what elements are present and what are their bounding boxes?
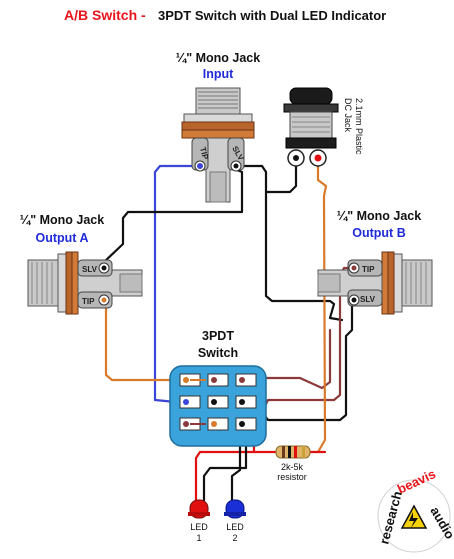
led-1-rim [188,512,210,516]
switch-lug-8 [207,417,229,431]
wire-output-b-branch [262,328,332,390]
output-b-tip-label: TIP [362,265,375,274]
resistor-band-3 [294,446,297,458]
resistor-band-2 [288,446,291,458]
led-2[interactable] [224,499,246,519]
output-b-nut [393,253,403,313]
led-1-label-line2: 1 [196,533,201,543]
resistor[interactable] [275,445,311,459]
dc-jack-thread-lines [292,116,330,133]
input-jack-washer-2 [181,129,255,139]
switch-solder-3 [239,377,245,383]
wire-dc-power [316,160,328,454]
dc-jack-power-solder [314,154,322,162]
switch-lug-5 [207,395,229,409]
wire-input-sleeve-b [234,164,344,322]
output-a-tip-solder [101,297,107,303]
output-a-tip-label: TIP [82,297,95,306]
switch-label-line1: 3PDT [202,329,234,343]
logo-warning-triangle [400,504,428,529]
output-a-heading: ¼" Mono Jack [20,213,104,227]
output-a-washer [65,251,73,315]
input-jack-nut [183,113,253,123]
output-b-washer [387,251,395,315]
output-a-sleeve-label: SLV [82,265,98,274]
output-a-sleeve-solder [101,265,107,271]
led-2-label-line1: LED [226,522,244,532]
input-jack[interactable]: TIP SLV [181,87,255,203]
switch-solder-1 [183,377,189,383]
resistor-label-line2: resistor [277,472,307,482]
switch-solder-8 [211,421,217,427]
switch-lug-6 [235,395,257,409]
input-jack-heading: ¼" Mono Jack [176,51,260,65]
switch-lug-3 [235,373,257,387]
switch-lug-9 [235,417,257,431]
resistor-band-4 [302,446,305,458]
output-a-nut [57,253,67,313]
led-1[interactable] [188,499,210,519]
output-b-washer-2 [381,251,389,315]
output-a-washer-2 [71,251,79,315]
dc-jack-thread [289,111,333,139]
input-jack-thread-lines [198,91,238,109]
dc-jack-label: 2.1mm Plastic DC Jack [343,98,364,155]
output-b-sub: Output B [352,226,405,240]
input-jack-washer [181,121,255,131]
switch-solder-2 [211,377,217,383]
output-b-tip-solder [351,265,357,271]
input-sleeve-solder [233,163,239,169]
output-b-sleeve-solder [351,297,357,303]
output-b-heading: ¼" Mono Jack [337,209,421,223]
led-2-label-line2: 2 [232,533,237,543]
output-b-body-tip [317,273,341,293]
switch-3pdt[interactable] [169,365,267,447]
wire-input-sleeve-a [102,166,244,270]
switch-solder-4 [183,399,189,405]
output-b-sleeve-label: SLV [360,295,376,304]
led-1-label-line1: LED [190,522,208,532]
switch-lugs [179,373,257,431]
title-main: 3PDT Switch with Dual LED Indicator [158,8,386,23]
output-a-body-tip [119,273,143,293]
switch-label-line2: Switch [198,346,238,360]
logo-bolt-icon [409,512,418,528]
output-a-jack[interactable]: SLV TIP [27,251,143,315]
dc-jack-label-line1: 2.1mm Plastic [354,98,364,155]
switch-lug-4 [179,395,201,409]
dc-jack-collar [289,87,333,105]
input-tip-solder [197,163,203,169]
dc-jack-base [285,137,337,149]
switch-solder-points [183,377,245,427]
switch-solder-5 [211,399,217,405]
resistor-label-line1: 2k-5k [281,462,304,472]
input-jack-body-tip [209,171,227,203]
wire-led1-cathode [202,428,248,502]
output-b-thread [401,259,433,307]
output-a-thread-lines [31,262,53,304]
output-b-thread-lines [405,262,427,304]
switch-solder-9 [239,421,245,427]
output-b-jack[interactable]: TIP SLV [317,251,433,315]
wire-dc-ground [264,158,298,194]
resistor-band-1 [282,446,285,458]
wire-input-tip [153,164,198,405]
output-a-sub: Output A [36,231,89,245]
dc-jack-label-line2: DC Jack [343,98,353,133]
input-tip-label: TIP [198,146,210,161]
wire-output-a-tip [104,298,188,382]
input-jack-sub: Input [203,67,234,81]
led-2-rim [224,512,246,516]
switch-solder-7 [183,421,189,427]
dc-jack[interactable] [283,87,339,167]
title-prefix: A/B Switch - [64,7,146,23]
dc-jack-flange [283,103,339,113]
beavis-audio-logo: beavis audio research [376,466,454,553]
dc-jack-ground-solder [293,155,299,161]
wire-led1-anode [194,450,278,502]
switch-lug-2 [207,373,229,387]
switch-solder-6 [239,399,245,405]
